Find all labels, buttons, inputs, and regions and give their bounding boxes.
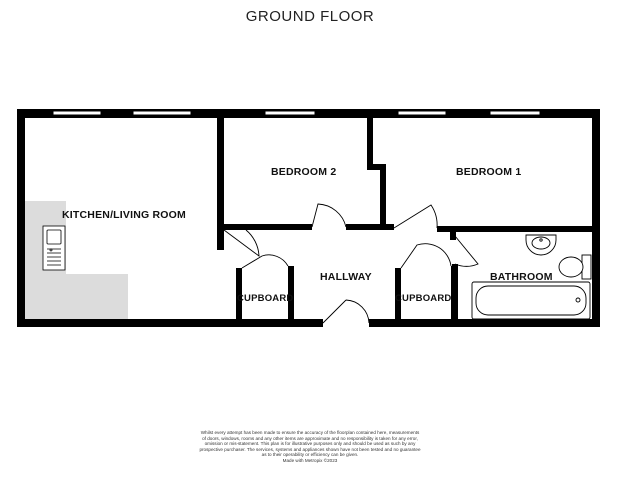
wall-cupboard-right-a xyxy=(395,268,401,323)
basin xyxy=(525,234,557,256)
disclaimer-line: Made with Metropix ©2023 xyxy=(282,457,338,463)
wall-bed-partition-jog xyxy=(367,164,385,170)
disclaimer-line: of doors, windows, rooms and any other i… xyxy=(202,435,418,441)
wall-bed-partition-bottom xyxy=(380,164,386,230)
toilet-bowl xyxy=(558,256,584,278)
disclaimer-line: Whilst every attempt has been made to en… xyxy=(200,430,420,435)
window xyxy=(132,110,192,116)
door-bedroom1 xyxy=(393,204,438,229)
windows xyxy=(52,110,541,116)
door-cupboard-right xyxy=(400,243,452,269)
door-kitchen xyxy=(223,229,260,257)
window xyxy=(52,110,102,116)
disclaimer-line: as to their operability or efficiency ca… xyxy=(261,452,359,458)
door-entrance xyxy=(322,299,370,324)
door-bedroom2 xyxy=(311,203,347,228)
room-label-cupboard-right: CUPBOARD xyxy=(395,293,452,304)
door-bathroom xyxy=(454,235,479,267)
wall-kitchen-bedroom2 xyxy=(217,116,224,229)
wall-kitchen-hall xyxy=(217,226,224,250)
room-label-hallway: HALLWAY xyxy=(320,271,372,283)
bathroom-fixtures xyxy=(471,234,592,320)
floor-title: GROUND FLOOR xyxy=(245,8,375,25)
kitchen-sink xyxy=(42,225,66,271)
room-label-kitchen: KITCHEN/LIVING ROOM xyxy=(62,209,186,221)
window xyxy=(397,110,447,116)
room-label-bedroom1: BEDROOM 1 xyxy=(456,166,522,178)
wall-bathroom-left-top xyxy=(450,226,456,240)
outer-wall-right xyxy=(592,109,600,327)
outer-wall-bottom-left xyxy=(17,319,323,327)
wall-bedroom2-bottom-left xyxy=(217,224,312,230)
wall-cupboard-left-a xyxy=(236,268,242,323)
wall-bedroom2-bottom-right xyxy=(346,224,394,230)
room-label-bedroom2: BEDROOM 2 xyxy=(271,166,337,178)
room-label-cupboard-left: CUPBOARD xyxy=(237,293,294,304)
window xyxy=(264,110,316,116)
wall-bed-partition-top xyxy=(367,116,373,169)
window xyxy=(489,110,541,116)
wall-cupboard-right-b xyxy=(451,266,457,323)
doors xyxy=(223,203,479,324)
disclaimer-line: omission or mis-statement. This plan is … xyxy=(204,441,416,447)
wall-cupboard-left-b xyxy=(288,266,294,323)
door-cupboard-left xyxy=(241,254,289,269)
outer-wall-left xyxy=(17,109,25,327)
room-label-bathroom: BATHROOM xyxy=(490,271,553,283)
wall-bedroom1-bottom xyxy=(437,226,600,232)
outer-wall-bottom-right xyxy=(369,319,600,327)
disclaimer-line: prospective purchaser. The services, sys… xyxy=(199,446,421,452)
disclaimer: Whilst every attempt has been made to en… xyxy=(175,430,445,464)
